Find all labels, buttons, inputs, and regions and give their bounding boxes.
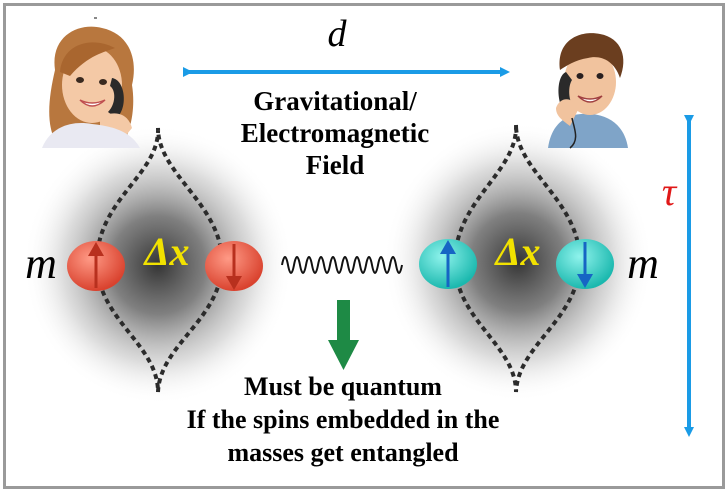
right-mass-spin-down bbox=[556, 239, 614, 289]
field-label-line1: Gravitational/ bbox=[253, 86, 417, 116]
right-mass-spin-up bbox=[419, 239, 477, 289]
field-label-line3: Field bbox=[305, 150, 365, 180]
time-label: τ bbox=[661, 169, 677, 214]
interaction-wave bbox=[281, 256, 403, 274]
top-left-speck bbox=[94, 17, 97, 19]
mass-label-right: m bbox=[627, 239, 659, 288]
delta-x-left: Δx bbox=[144, 229, 190, 274]
delta-x-right: Δx bbox=[495, 229, 541, 274]
right-superposition-path bbox=[452, 124, 583, 393]
left-person-illustration bbox=[42, 26, 140, 148]
distance-label: d bbox=[327, 13, 347, 55]
left-mass-spin-up bbox=[67, 241, 125, 291]
left-mass-spin-down bbox=[205, 241, 263, 291]
left-superposition-path bbox=[94, 127, 225, 393]
conclusion-line1: Must be quantum bbox=[244, 372, 442, 401]
conclusion-line2: If the spins embedded in the bbox=[186, 405, 500, 434]
right-person-illustration bbox=[548, 33, 628, 149]
left-field-glow bbox=[23, 125, 293, 405]
green-arrow-head bbox=[328, 340, 359, 370]
right-field-glow bbox=[383, 122, 653, 402]
mass-label-left: m bbox=[25, 239, 57, 288]
green-arrow-shaft bbox=[337, 300, 350, 342]
field-label-line2: Electromagnetic bbox=[240, 118, 430, 148]
conclusion-line3: masses get entangled bbox=[227, 438, 459, 467]
